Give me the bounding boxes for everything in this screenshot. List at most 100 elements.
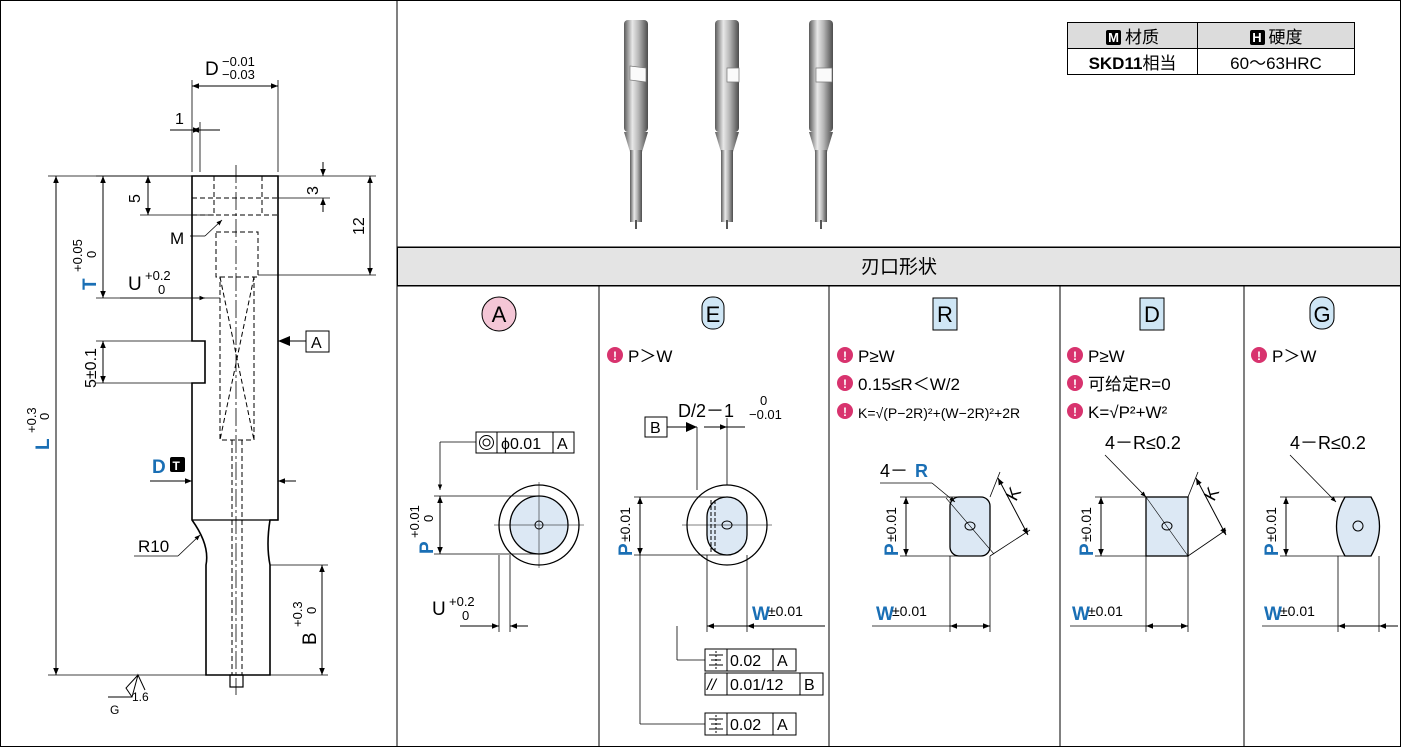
hardness-badge: H bbox=[1249, 30, 1265, 45]
shape-E-D2-tol-upper: 0 bbox=[760, 393, 767, 408]
shape-G-note: P＞W bbox=[1272, 347, 1316, 366]
D-marker-badge: T bbox=[173, 459, 181, 473]
shape-E-frame2-symbol: // bbox=[706, 677, 717, 694]
material-header-cell: M 材质 bbox=[1067, 22, 1198, 49]
shape-E-frame2-value: 0.01/12 bbox=[730, 677, 783, 694]
dim-D-label: D bbox=[205, 59, 219, 80]
shape-D-4R: 4－R≤0.2 bbox=[1105, 433, 1181, 453]
svg-text:!: ! bbox=[1073, 377, 1077, 391]
shape-D-note-1: P≥W bbox=[1088, 347, 1125, 366]
shape-R-badge bbox=[932, 297, 958, 331]
shape-G-letter: G bbox=[1313, 302, 1330, 327]
dim-T-label: T bbox=[80, 278, 101, 290]
svg-text:!: ! bbox=[843, 377, 847, 391]
shape-D-badge bbox=[1139, 297, 1165, 331]
shape-E-tip bbox=[706, 496, 748, 556]
shape-A-U-tol-upper: +0.2 bbox=[449, 594, 475, 609]
shape-G-4R: 4－R≤0.2 bbox=[1290, 433, 1366, 453]
shape-E-frame2-ref: B bbox=[804, 677, 815, 694]
dim-U-tol-lower: 0 bbox=[158, 282, 165, 297]
surface-value: 1.6 bbox=[132, 690, 149, 704]
shape-R-panel: R ! P≥W ! 0.15≤R＜W/2 ! K=√(P−2R)²+(W−2R)… bbox=[837, 297, 1031, 632]
shape-A-panel: A ϕ0.01 A P +0.01 0 U +0.2 0 bbox=[407, 296, 584, 632]
svg-text:!: ! bbox=[613, 349, 617, 363]
dim-5-top: 5 bbox=[127, 194, 144, 203]
shape-A-badge bbox=[481, 296, 517, 332]
shape-D-P-label: P bbox=[1077, 543, 1098, 556]
shape-R-R: R bbox=[915, 461, 928, 481]
dim-L-tol-lower: 0 bbox=[37, 413, 52, 420]
shape-D-P-tol: ±0.01 bbox=[1078, 507, 1094, 542]
punch-outline bbox=[191, 175, 279, 676]
shape-E-frame3-ref: A bbox=[777, 717, 788, 734]
shape-G-badge bbox=[1309, 296, 1335, 330]
shape-E-frame1-value: 0.02 bbox=[730, 653, 761, 670]
punch-drawing: D −0.01 −0.03 1 5 3 12 M T +0.05 0 bbox=[24, 54, 376, 717]
svg-text:!: ! bbox=[1073, 349, 1077, 363]
product-photo-2 bbox=[715, 20, 740, 229]
pin-tip bbox=[229, 674, 244, 688]
shape-E-frame1-ref: A bbox=[777, 653, 788, 670]
shape-D-panel: D ! P≥W ! 可给定R=0 ! K=√P²+W² 4－R≤0.2 K P … bbox=[1067, 297, 1227, 632]
shape-E-D2-tol-lower: −0.01 bbox=[749, 407, 782, 422]
shape-R-letter: R bbox=[937, 302, 953, 327]
shape-A-frame-ref: A bbox=[557, 436, 568, 453]
dim-B-tol-lower: 0 bbox=[304, 607, 319, 614]
svg-text:!: ! bbox=[843, 349, 847, 363]
dim-L-tol-upper: +0.3 bbox=[24, 407, 39, 433]
datum-A-ref: A bbox=[311, 335, 322, 352]
dim-T-tol-lower: 0 bbox=[84, 251, 99, 258]
dim-B-label: B bbox=[300, 632, 321, 645]
shape-E-frame3-value: 0.02 bbox=[730, 717, 761, 734]
material-badge: M bbox=[1106, 30, 1121, 45]
shape-G-tip bbox=[1335, 496, 1381, 557]
dim-1: 1 bbox=[175, 111, 184, 128]
tip-section-title: 刃口形状 bbox=[861, 256, 937, 278]
shape-E-note: P＞W bbox=[628, 347, 672, 366]
tip-section-header bbox=[397, 247, 1401, 286]
shape-R-P-tol: ±0.01 bbox=[883, 507, 899, 542]
dim-12: 12 bbox=[351, 217, 368, 235]
material-header: 材质 bbox=[1125, 28, 1159, 47]
shape-R-note-3: K=√(P−2R)²+(W−2R)²+2R bbox=[858, 405, 1020, 421]
hardness-header: 硬度 bbox=[1268, 28, 1303, 47]
dim-U-label: U bbox=[128, 274, 142, 295]
surface-grade: G bbox=[110, 703, 119, 717]
dim-3: 3 bbox=[305, 186, 322, 195]
shape-G-W-label: W bbox=[1264, 604, 1282, 625]
shape-E-P-label: P bbox=[616, 543, 637, 556]
shape-R-note-2: 0.15≤R＜W/2 bbox=[858, 375, 960, 394]
shape-R-4R: 4－ bbox=[880, 461, 908, 481]
material-suffix: 相当 bbox=[1142, 54, 1177, 73]
shape-A-P-tol-upper: +0.01 bbox=[407, 505, 422, 538]
shape-E-W-label: W bbox=[752, 604, 770, 625]
shape-A-P-label: P bbox=[417, 541, 438, 554]
shape-E-ref-B: B bbox=[650, 420, 661, 437]
dim-U-tol-upper: +0.2 bbox=[145, 268, 171, 283]
dim-D-tol-upper: −0.01 bbox=[222, 54, 255, 69]
shape-E-W-tol: ±0.01 bbox=[768, 603, 803, 619]
shape-D-note-2: 可给定R=0 bbox=[1088, 375, 1171, 394]
label-R10: R10 bbox=[138, 537, 169, 556]
dim-L-label: L bbox=[33, 438, 54, 450]
product-photo-3 bbox=[809, 20, 833, 229]
shape-G-panel: G ! P＞W 4－R≤0.2 P ±0.01 W ±0.01 bbox=[1251, 296, 1398, 632]
shape-A-letter: A bbox=[492, 302, 507, 327]
shape-E-letter: E bbox=[706, 302, 721, 327]
shape-G-P-tol: ±0.01 bbox=[1263, 507, 1279, 542]
material-value-cell: SKD11相当 bbox=[1067, 48, 1198, 75]
shape-D-K: K bbox=[1200, 484, 1223, 504]
dim-B-tol-upper: +0.3 bbox=[290, 601, 305, 627]
shape-A-frame-value: ϕ0.01 bbox=[501, 436, 541, 453]
dim-T-tol-upper: +0.05 bbox=[70, 239, 85, 272]
shape-R-K: K bbox=[1002, 484, 1025, 504]
shape-D-letter: D bbox=[1144, 302, 1160, 327]
svg-text:!: ! bbox=[1257, 349, 1261, 363]
svg-text:!: ! bbox=[843, 405, 847, 419]
shape-R-P-label: P bbox=[882, 543, 903, 556]
shape-G-P-label: P bbox=[1262, 543, 1283, 556]
dim-D-tol-lower: −0.03 bbox=[222, 67, 255, 82]
